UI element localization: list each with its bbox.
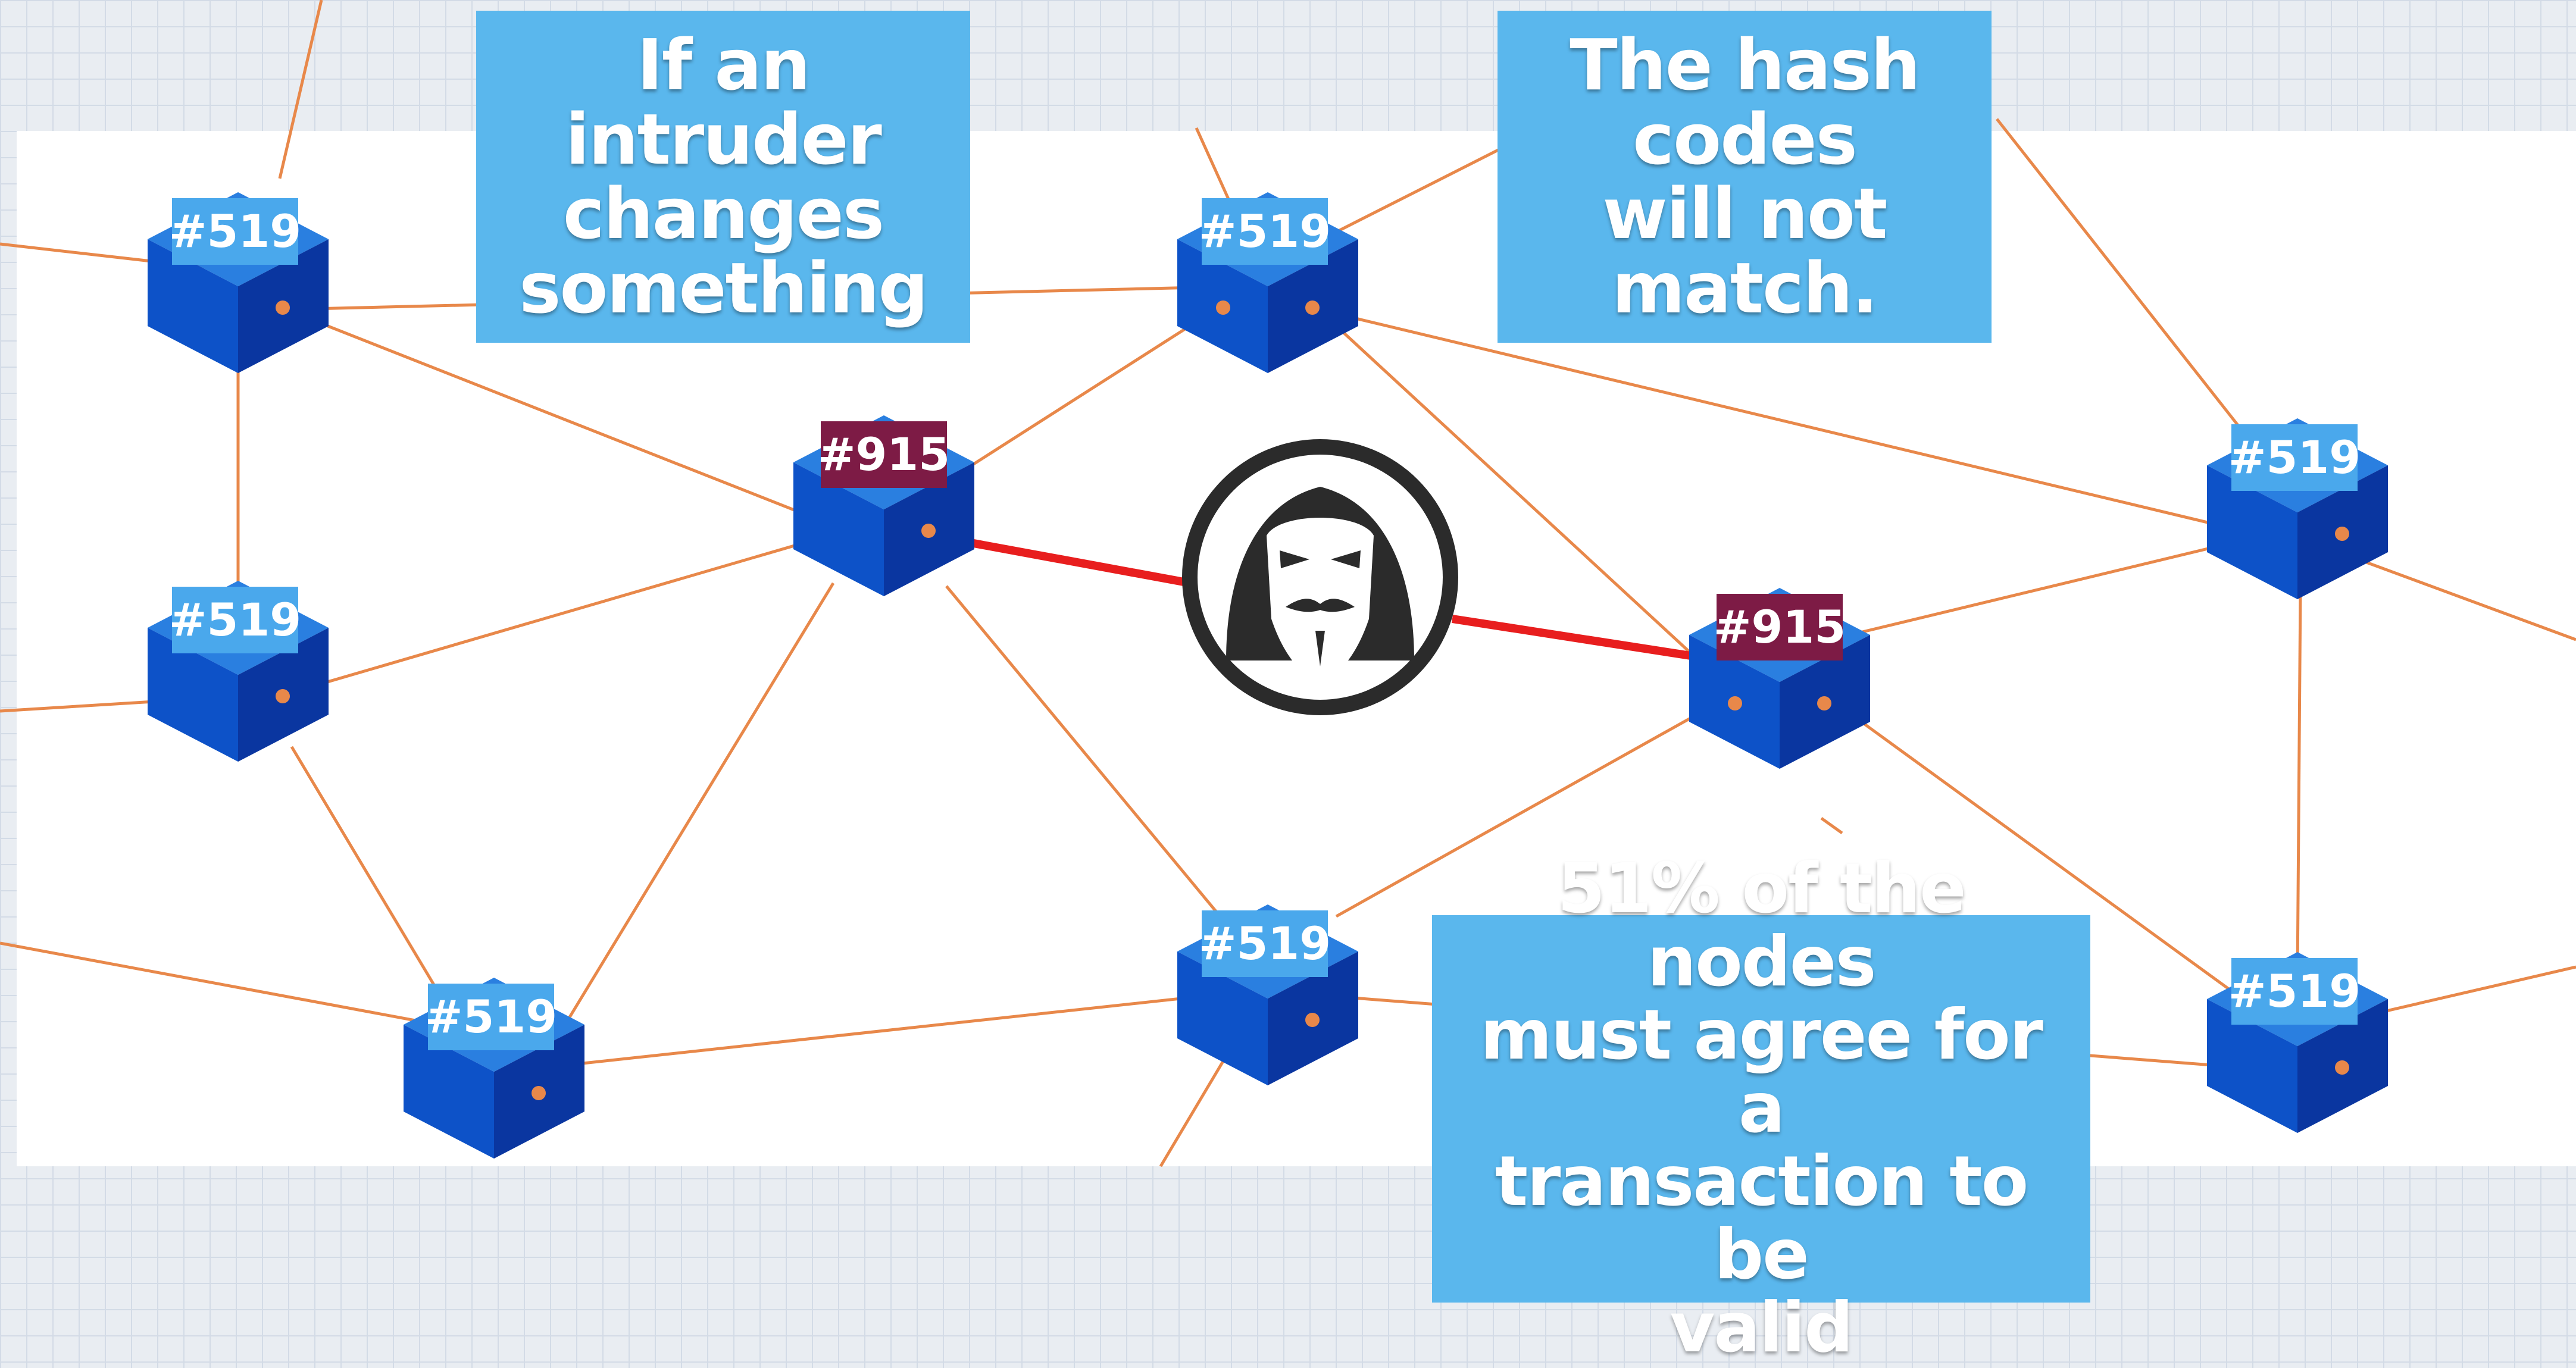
node-port-dot [1728,696,1742,710]
network-link-18 [1335,691,1736,918]
network-link-13 [963,303,1224,472]
node-label: #915 [818,428,950,481]
node-label-box [1717,594,1843,660]
node-port-dot [276,689,290,703]
node-label: #519 [425,990,557,1043]
cube-left-face [2207,999,2297,1133]
cube-left-face [148,239,238,373]
callout-hash-codes: The hash codes will not match. [1498,11,1992,343]
node-port-dot [2335,1060,2349,1075]
network-link-8 [290,746,439,992]
node-label-box [428,984,554,1050]
network-link-16 [1318,308,2250,534]
node-label-box [172,198,298,265]
network-link-10 [538,993,1215,1070]
network-link-25 [2341,552,2576,641]
cube-left-face [148,628,238,762]
network-link-21 [1829,697,2257,1010]
network-link-12 [945,585,1221,918]
node-n3: #519 [404,978,584,1159]
node-label-box [1202,910,1328,977]
node-n6: #519 [1177,904,1358,1085]
node-label: #915 [1714,600,1846,653]
cube-left-face [1177,951,1268,1085]
node-label: #519 [2228,965,2361,1018]
intruder-icon [1182,439,1458,715]
node-port-dot [1216,300,1230,315]
node-label-box [1202,198,1328,265]
node-n7: #915 [1689,588,1870,769]
tamper-link-1 [930,531,1192,587]
node-label-box [821,421,947,488]
node-n1: #519 [148,192,329,373]
cube-left-face [793,462,884,596]
cube-left-face [2207,465,2297,599]
node-label-box [2231,424,2358,491]
node-port-dot [276,300,290,315]
network-links [0,0,2576,1167]
network-link-15 [1317,308,1745,703]
blockchain-network-diagram: #519 #519 #519 #915 #519 #519 #915 #519 #519 [0,0,2576,1167]
node-port-dot [1817,696,1831,710]
node-n5: #519 [1177,192,1358,373]
node-n8: #519 [2207,418,2388,599]
node-n9: #519 [2207,952,2388,1133]
node-n4: #915 [793,415,974,596]
node-cubes: #519 #519 #519 #915 #519 #519 #915 #519 #519 [148,192,2388,1159]
node-port-dot [1305,300,1320,315]
network-link-20 [1159,1055,1228,1167]
node-port-dot [532,1086,546,1100]
node-label: #519 [169,205,301,258]
network-link-9 [537,582,835,1069]
network-link-22 [1830,537,2250,641]
node-port-dot [2335,527,2349,541]
network-link-23 [1996,118,2251,442]
callout-consensus: 51% of the nodes must agree for a transa… [1432,852,2090,1364]
network-link-2 [278,0,323,179]
network-link-7 [288,531,840,695]
node-n2: #519 [148,581,329,762]
node-label: #519 [2228,431,2361,484]
node-label: #519 [1199,205,1331,258]
node-label-box [2231,958,2358,1025]
callout-intruder: If an intruder changes something [476,11,970,343]
node-port-dot [1305,1013,1320,1027]
network-link-27 [1820,816,1843,835]
cube-left-face [404,1025,494,1159]
network-link-11 [0,941,432,1025]
node-label: #519 [1199,917,1331,970]
network-link-24 [2296,588,2302,976]
node-label: #519 [169,593,301,646]
node-port-dot [921,524,936,538]
tamper-link-2 [1451,615,1703,662]
network-link-4 [285,308,837,528]
node-label-box [172,587,298,653]
